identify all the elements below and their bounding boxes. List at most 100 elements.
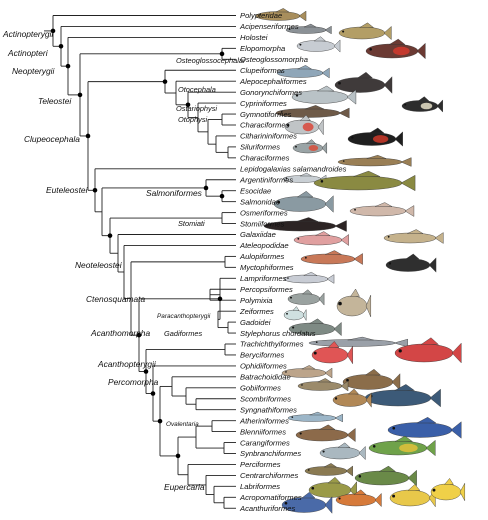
tetra-fish [292,139,327,155]
tuna-fish [364,384,441,408]
tree-node-dot [157,418,163,424]
taxon-label: Trachichthyiformes [240,340,304,349]
lizardfish-fish [300,250,363,265]
dolphinfish-fish [368,435,436,457]
tree-node-dot [217,296,223,302]
surgeonfish-fish [281,491,333,514]
taxon-label: Argentiniformes [239,175,293,184]
slickhead-fish [334,71,393,94]
taxon-label: Salmonidae [240,197,280,206]
silverside-fish [287,411,343,423]
tree-node-dot [85,133,91,139]
tree-node-dot [65,63,71,69]
taxon-label: Holostei [240,33,268,42]
galaxias-fish [383,229,444,244]
taxon-label: Gymnotiformes [240,110,292,119]
tree-node-dot [77,92,83,98]
clade-label: Clupeocephala [24,134,80,144]
piranha-fish [284,114,324,136]
swamp-eel-fish [304,463,353,477]
clade-label: Neopterygii [12,66,56,76]
taxon-label: Clupeiformes [240,66,285,75]
tree-node-dot [203,185,209,191]
taxon-label: Carangiformes [240,438,290,447]
troutperch-fish [287,289,325,306]
taxon-label: Batrachoididae [240,373,291,382]
taxon-label: Acanthuriformes [239,504,295,513]
dory-fish [336,288,371,318]
beardfish-fish [283,306,307,322]
clade-label: Ctenosquamata [86,294,145,304]
toadfish-fish [342,368,401,391]
taxon-label: Myctophiformes [240,263,294,272]
taxon-label: Characiformes [240,121,290,130]
clade-label: Actinopterygii [2,29,54,39]
clade-label: Acanthopterygii [97,359,157,369]
tube-eye-fish [308,336,408,348]
taxon-label: Cypriniformes [240,99,287,108]
taxon-label: Polypteridae [240,11,282,20]
gar-fish [338,22,392,41]
clade-label: Salmoniformes [146,188,203,198]
salamanderfish-fish [337,154,412,167]
clade-label: Osteoglossocephalai [176,56,245,65]
taxon-label: Lampriformes [240,274,287,283]
taxon-label: Zeiformes [239,307,274,316]
taxon-label: Alepocephaliformes [239,77,307,86]
taxon-label: Citharininiformes [240,132,297,141]
tree-node-dot [219,51,225,57]
taxon-label: Ateleopodidae [239,241,289,250]
taxon-label: Acipenseriformes [239,22,299,31]
taxon-label: Perciformes [240,460,281,469]
perch-fish [308,476,357,499]
taxon-label: Beryciformes [240,351,285,360]
oarfish-fish [283,271,335,284]
clade-label: Neoteleostei [75,260,123,270]
clade-label: Otophysi [178,115,208,124]
zebra-danio-fish [401,96,443,113]
tree-node-dot [58,43,64,49]
clade-labels: ActinopterygiiActinopteriNeopterygiiTele… [2,29,245,492]
taxon-label: Stomiiformes [240,219,285,228]
taxon-label: Ophidiiformes [240,362,287,371]
bichir-fish [255,8,307,22]
taxon-label: Osteoglossomorpha [240,55,308,64]
tree-node-dot [162,79,168,84]
sturgeon-fish [285,23,332,35]
taxon-label: Aulopiformes [239,252,285,261]
taxon-label: Atheriniformes [239,416,289,425]
clade-label: Paracanthopterygii [157,313,211,320]
taxon-label: Esocidae [240,186,271,195]
clade-label: Ovalentaria [166,421,199,428]
squirrelfish-fish [311,341,353,365]
tree-node-dot [185,102,191,108]
herring-fish [276,65,330,79]
sailfish-fish [387,417,462,439]
tree-node-dot [136,332,142,338]
taxon-label: Gonorynchiformes [240,88,302,97]
catfish-fish [347,127,403,147]
taxon-label: Percopsiformes [240,285,293,294]
tarpon-fish [296,36,341,53]
taxon-label: Characiformes [240,154,290,163]
lanternfish-fish [385,253,437,273]
taxon-label: Acropomatiformes [239,493,302,502]
taxon-label: Centrarchiformes [240,471,298,480]
bonytongue-fish [365,38,426,60]
milkfish-fish [291,85,357,105]
butterflyfish-fish [430,478,465,501]
clade-label: Acanthomorpha [90,328,150,338]
tree-node-dot [92,188,98,193]
taxon-label: Synbranchiformes [240,449,301,458]
taxon-label: Galaxiidae [240,230,276,239]
clade-label: Gadiformes [164,329,203,338]
tree-node-dot [107,233,113,238]
clade-label: Stomiati [178,219,205,228]
fish-illustrations [255,8,465,514]
taxon-label: Lepidogalaxias salamandroides [240,165,347,174]
taxon-label: Labriformes [240,482,280,491]
clade-label: Otocephala [178,85,216,94]
goby-fish [297,378,349,392]
taxon-label: Elopomorpha [240,44,285,53]
